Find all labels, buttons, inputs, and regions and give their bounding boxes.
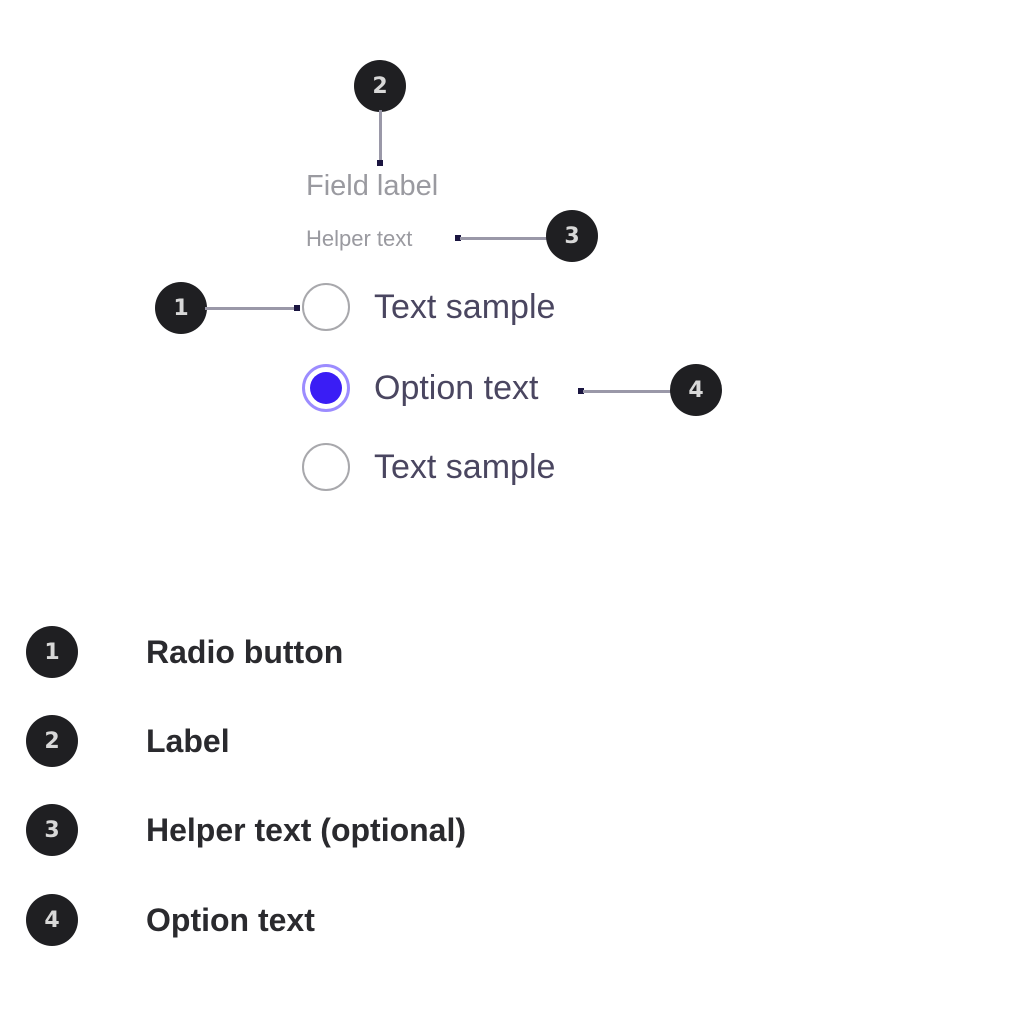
- callout-badge-3: 3: [546, 210, 598, 262]
- radio-option-2[interactable]: Option text: [302, 364, 538, 412]
- legend-badge: 3: [26, 804, 78, 856]
- callout-dot-2: [377, 160, 383, 166]
- legend-label: Option text: [146, 901, 315, 938]
- legend-item-helper-text: 3 Helper text (optional): [26, 804, 466, 856]
- legend-item-option-text: 4 Option text: [26, 894, 315, 946]
- legend-badge: 2: [26, 715, 78, 767]
- legend-label: Radio button: [146, 633, 344, 670]
- callout-dot-1: [294, 305, 300, 311]
- radio-button-unchecked[interactable]: [302, 283, 350, 331]
- legend-item-label: 2 Label: [26, 715, 230, 767]
- radio-button-checked[interactable]: [302, 364, 350, 412]
- callout-dot-3: [455, 235, 461, 241]
- callout-dot-4: [578, 388, 584, 394]
- radio-option-label: Text sample: [374, 447, 556, 486]
- field-label: Field label: [306, 170, 439, 202]
- radio-button-unchecked[interactable]: [302, 443, 350, 491]
- callout-badge-4: 4: [670, 364, 722, 416]
- callout-badge-1: 1: [155, 282, 207, 334]
- legend-badge: 4: [26, 894, 78, 946]
- callout-badge-2: 2: [354, 60, 406, 112]
- callout-line-2: [379, 110, 382, 162]
- legend-item-radio-button: 1 Radio button: [26, 626, 343, 678]
- callout-line-4: [583, 390, 675, 393]
- radio-option-3[interactable]: Text sample: [302, 443, 555, 491]
- callout-line-1: [205, 307, 295, 310]
- callout-line-3: [460, 237, 550, 240]
- radio-option-1[interactable]: Text sample: [302, 283, 555, 331]
- legend-badge: 1: [26, 626, 78, 678]
- helper-text: Helper text: [306, 226, 413, 251]
- legend-label: Helper text (optional): [146, 811, 467, 848]
- legend-label: Label: [146, 722, 230, 759]
- radio-option-label: Text sample: [374, 287, 556, 326]
- radio-option-label: Option text: [374, 368, 539, 407]
